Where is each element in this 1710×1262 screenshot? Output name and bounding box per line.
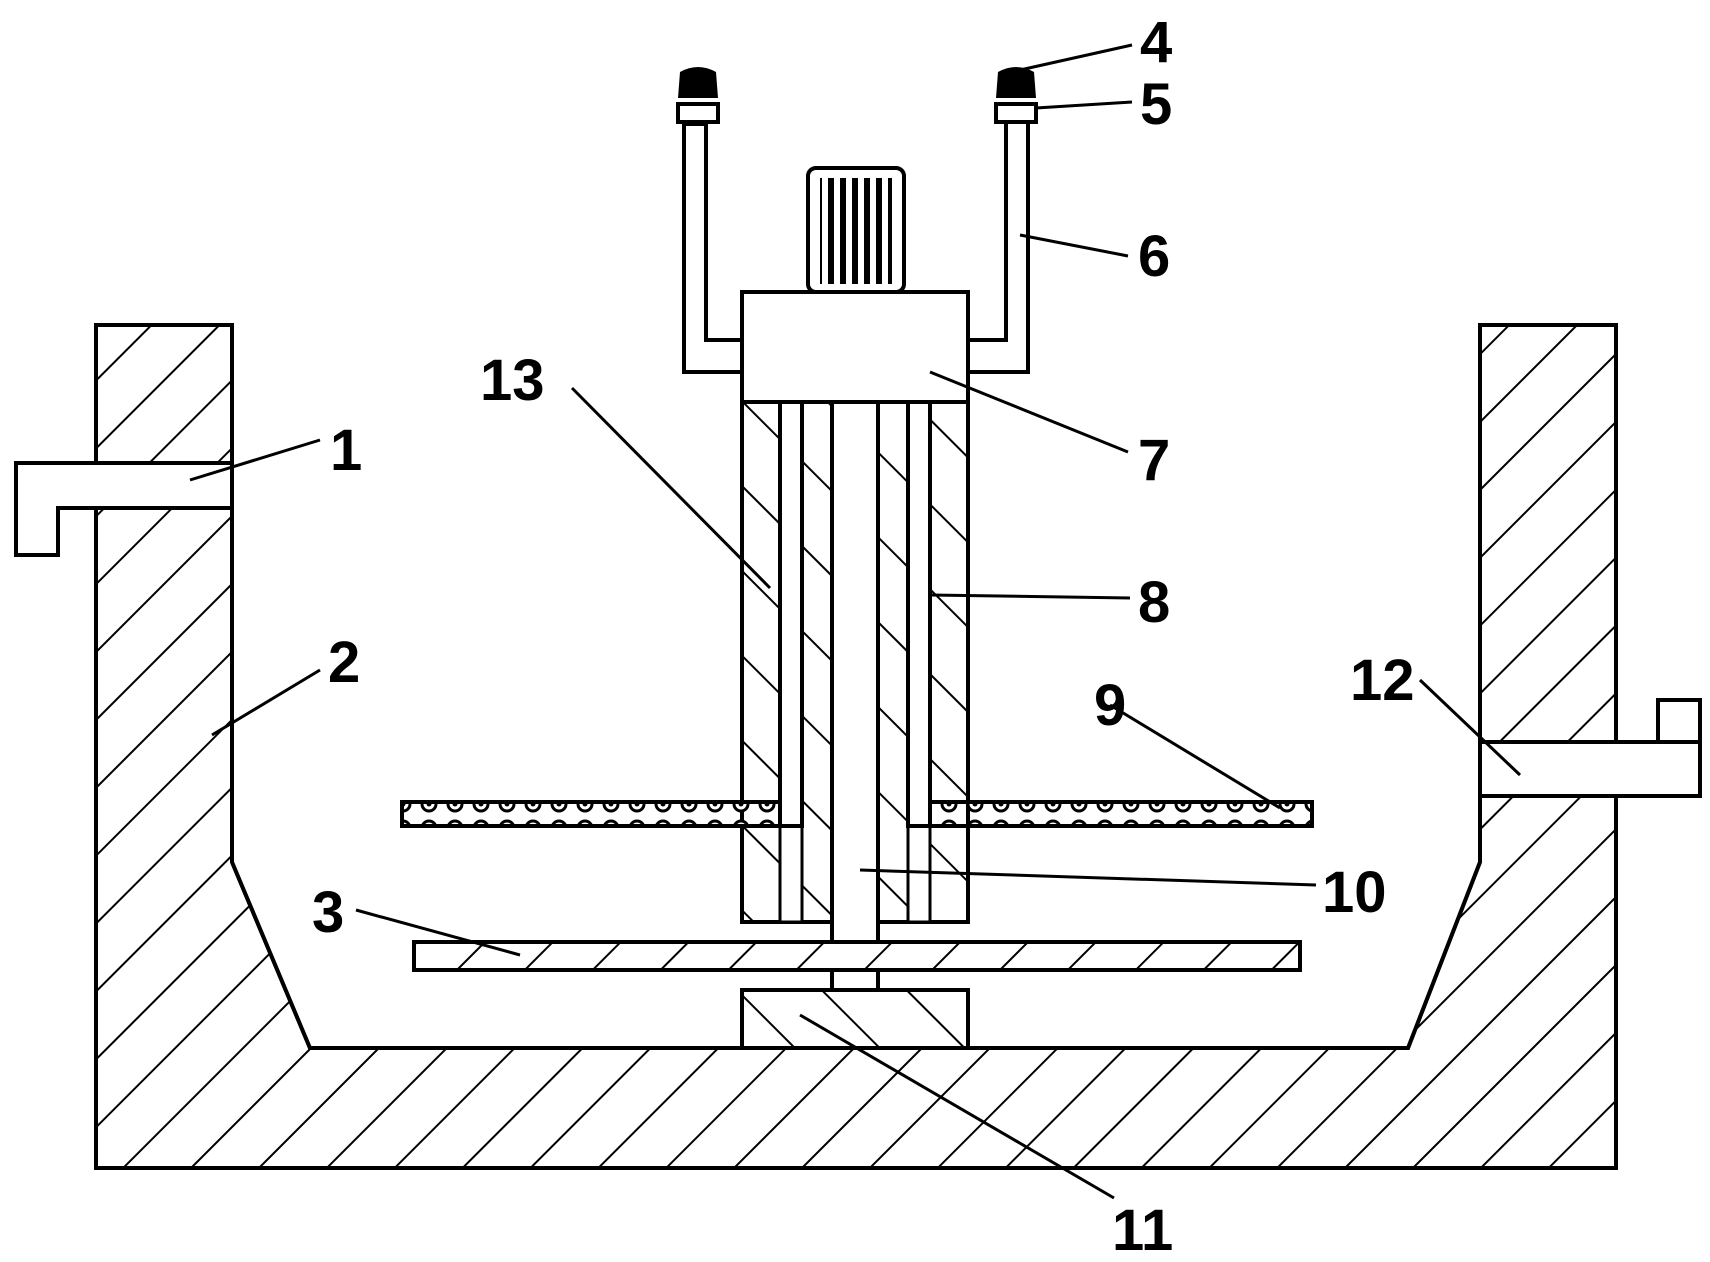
stirring-blade: [412, 940, 1302, 972]
label-4: 4: [1140, 10, 1172, 75]
label-11: 11: [1112, 1198, 1173, 1262]
drive-shaft: [830, 400, 880, 944]
label-8: 8: [1138, 570, 1170, 635]
label-9: 9: [1094, 673, 1126, 738]
valve-left: [676, 102, 720, 124]
valve-right: [994, 102, 1038, 124]
label-12: 12: [1350, 648, 1415, 713]
label-7: 7: [1138, 428, 1170, 493]
nozzle-head-left: [678, 67, 718, 98]
label-13: 13: [480, 348, 545, 413]
inlet-pipe: [14, 461, 234, 557]
bearing-seat: [740, 988, 970, 1050]
gearbox-housing: [740, 290, 970, 404]
label-5: 5: [1140, 72, 1172, 137]
air-pipe-right: [968, 124, 1030, 374]
aeration-pipe-left: [400, 800, 782, 828]
label-3: 3: [312, 880, 344, 945]
nozzle-head-right: [996, 67, 1036, 98]
label-2: 2: [328, 630, 360, 695]
label-1: 1: [330, 418, 362, 483]
label-10: 10: [1322, 860, 1387, 925]
label-6: 6: [1138, 224, 1170, 289]
aeration-pipe-right: [928, 800, 1314, 828]
